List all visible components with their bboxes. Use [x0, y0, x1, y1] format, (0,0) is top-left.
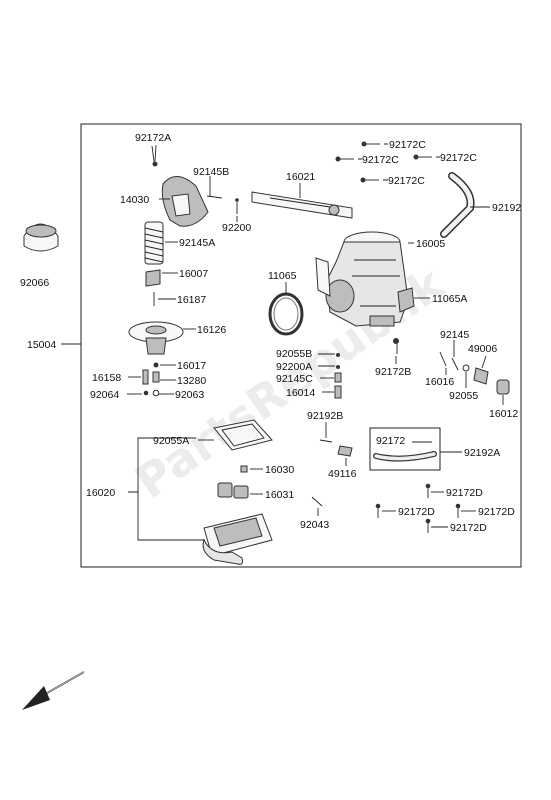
part-16031-float[interactable] [217, 482, 249, 499]
part-92172C-screw-2[interactable] [335, 156, 355, 162]
part-92172D-screw-1[interactable] [425, 483, 431, 498]
part-16014-screw[interactable] [334, 385, 342, 399]
part-16030-float-pin[interactable] [240, 465, 248, 473]
callout-49006: 49006 [468, 343, 497, 355]
callout-92055: 92055 [449, 390, 478, 402]
part-49006-fitting[interactable] [473, 367, 489, 385]
callout-92172C-1: 92172C [389, 139, 426, 151]
part-16005-carburetor-body[interactable] [315, 231, 415, 327]
part-16016-plunger[interactable] [439, 351, 447, 367]
callout-92172B: 92172B [375, 366, 411, 378]
callout-92063: 92063 [175, 389, 204, 401]
callout-92172C-2: 92172C [362, 154, 399, 166]
callout-92192A: 92192A [464, 447, 500, 459]
callout-16007: 16007 [179, 268, 208, 280]
callout-92172: 92172 [376, 435, 405, 447]
part-92145C-spring[interactable] [334, 372, 342, 383]
part-92055-oring[interactable] [462, 364, 470, 372]
callout-16017: 16017 [177, 360, 206, 372]
callout-92172A: 92172A [135, 132, 171, 144]
part-14030-cover[interactable] [161, 176, 209, 227]
callout-92200A: 92200A [276, 361, 312, 373]
callout-16005: 16005 [416, 238, 445, 250]
callout-16014: 16014 [286, 387, 315, 399]
callout-13280: 13280 [177, 375, 206, 387]
part-92043-pin[interactable] [311, 496, 323, 507]
callout-16187: 16187 [177, 294, 206, 306]
part-16012-cap[interactable] [496, 379, 510, 395]
leader-lines [61, 143, 504, 541]
part-92063-oring[interactable] [152, 389, 160, 397]
part-16126-diaphragm[interactable] [128, 321, 184, 355]
callout-92055A: 92055A [153, 435, 189, 447]
callout-92172C-3: 92172C [440, 152, 477, 164]
part-92172C-screw-3[interactable] [413, 154, 433, 160]
part-92172C-screw-1[interactable] [361, 141, 381, 147]
callout-92066: 92066 [20, 277, 49, 289]
callout-16031: 16031 [265, 489, 294, 501]
callout-92145A: 92145A [179, 237, 215, 249]
part-92200A-washer[interactable] [336, 365, 340, 369]
part-92145-spring[interactable] [451, 357, 459, 371]
part-13280-spring[interactable] [152, 371, 160, 383]
part-92172D-screw-2[interactable] [375, 503, 381, 518]
callout-16016: 16016 [425, 376, 454, 388]
callout-11065: 11065 [268, 270, 297, 282]
part-92055A-gasket[interactable] [213, 419, 273, 451]
callout-11065A: 11065A [432, 293, 467, 305]
callout-92145B: 92145B [193, 166, 229, 178]
part-49116-valve[interactable] [337, 445, 353, 457]
callout-49116: 49116 [328, 468, 357, 480]
front-direction-arrow-icon [22, 671, 85, 710]
callout-92064: 92064 [90, 389, 119, 401]
callout-92145: 92145 [440, 329, 469, 341]
callout-92192: 92192 [492, 202, 521, 214]
part-92172A-screw[interactable] [151, 145, 158, 167]
callout-92145C: 92145C [276, 373, 313, 385]
callout-92172C-4: 92172C [388, 175, 425, 187]
callout-92172D-3: 92172D [478, 506, 515, 518]
part-92064-washer[interactable] [143, 390, 149, 396]
callout-92172D-1: 92172D [446, 487, 483, 499]
callout-92192B: 92192B [307, 410, 343, 422]
part-16158-screw[interactable] [142, 369, 149, 385]
part-92200-screw[interactable] [235, 198, 239, 214]
part-92145A-spring[interactable] [144, 221, 164, 265]
part-16020-float-bowl[interactable] [202, 513, 273, 565]
part-16021-bracket[interactable] [251, 191, 353, 219]
callout-labels: 92172A 92145B 14030 92200 16021 92172C 9… [20, 132, 521, 534]
part-16017-jet[interactable] [153, 362, 159, 368]
callout-92200: 92200 [222, 222, 251, 234]
callout-16012: 16012 [489, 408, 518, 420]
part-92172B-screw[interactable] [393, 338, 399, 354]
callout-16020: 16020 [86, 487, 115, 499]
assembly-frame [80, 123, 522, 568]
part-92172D-screw-4[interactable] [425, 518, 431, 533]
callout-16158: 16158 [92, 372, 121, 384]
part-92172D-screw-3[interactable] [455, 503, 461, 518]
callout-92172D-4: 92172D [450, 522, 487, 534]
callout-92172D-2: 92172D [398, 506, 435, 518]
part-92192B-hose[interactable] [319, 439, 333, 443]
callout-92055B: 92055B [276, 348, 312, 360]
part-11065-oring[interactable] [268, 292, 304, 336]
callout-16030: 16030 [265, 464, 294, 476]
part-92055B-oring[interactable] [336, 353, 340, 357]
part-16007-retainer[interactable] [145, 269, 161, 287]
part-92172C-screw-4[interactable] [360, 177, 380, 183]
callout-16021: 16021 [286, 171, 315, 183]
callout-15004: 15004 [27, 339, 56, 351]
callout-92043: 92043 [300, 519, 329, 531]
callout-16126: 16126 [197, 324, 226, 336]
part-92145B-pin[interactable] [206, 195, 223, 199]
callout-14030: 14030 [120, 194, 149, 206]
part-92192-hose[interactable] [440, 172, 475, 238]
part-92066-cap[interactable] [23, 223, 59, 252]
part-92172-92192A-inset[interactable] [369, 427, 441, 471]
